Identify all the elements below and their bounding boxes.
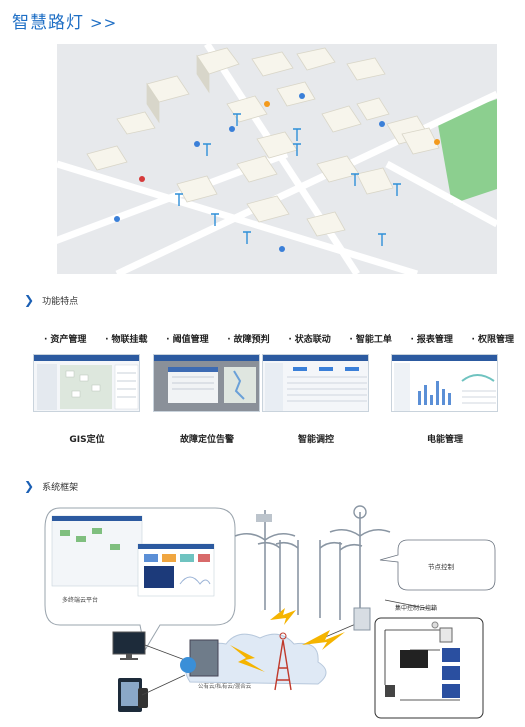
- poi-markers: [114, 93, 440, 252]
- node-control-label: 节点控制: [428, 562, 455, 571]
- system-heading-text: 系统框架: [42, 482, 79, 493]
- architecture-svg: 多终端云平台 公有云/私有云/混合云: [44, 505, 496, 719]
- chevron-right-icon: >>: [90, 14, 118, 32]
- server-icon: [189, 639, 219, 677]
- feature-item: 报表管理: [410, 332, 453, 345]
- screen-caption-control: 智能调控: [297, 435, 334, 445]
- lightning-icons: [230, 608, 345, 672]
- page-title: 智慧路灯 >>: [12, 8, 117, 33]
- feature-item: 智能工单: [349, 332, 392, 345]
- control-box-icon: [353, 607, 371, 631]
- smart-control-screen-thumbnail: [262, 354, 369, 412]
- monitor-icon: [112, 631, 146, 655]
- feature-item: 状态联动: [288, 332, 331, 345]
- arrow-right-icon: ❯: [24, 479, 35, 493]
- arrow-right-icon: ❯: [24, 293, 35, 307]
- features-heading-text: 功能特点: [42, 296, 79, 307]
- feature-item: 故障预判: [227, 332, 270, 345]
- feature-list: 资产管理 物联挂载 阈值管理 故障预判 状态联动 智能工单 报表管理 权限管理: [44, 332, 514, 345]
- cabinet-label: 集中控制云控箱: [395, 604, 437, 612]
- map-svg: [57, 44, 497, 274]
- fault-alarm-screen-thumbnail: [153, 354, 260, 412]
- node-control-bubble: [379, 539, 496, 591]
- screen-caption-fault: 故障定位告警: [179, 435, 234, 445]
- system-section-heading: ❯ 系统框架: [24, 479, 78, 493]
- cloud-label: 公有云/私有云/混合云: [198, 682, 252, 690]
- buildings: [86, 47, 440, 237]
- energy-management-screen-thumbnail: [391, 354, 498, 412]
- screen-caption-gis: GIS定位: [69, 435, 105, 445]
- gis-map-image: [57, 44, 497, 274]
- feature-item: 阈值管理: [166, 332, 209, 345]
- park-area: [437, 99, 497, 204]
- system-architecture-diagram: 多终端云平台 公有云/私有云/混合云: [40, 500, 500, 725]
- phone-icon: [138, 688, 148, 708]
- features-section-heading: ❯ 功能特点: [24, 293, 78, 307]
- breaker-icons: [439, 627, 460, 698]
- street-lamps-icon: [234, 510, 391, 620]
- control-cabinet: [374, 617, 484, 719]
- feature-item: 权限管理: [472, 332, 514, 345]
- page-title-text: 智慧路灯: [12, 13, 84, 33]
- controller-device-icon: [400, 650, 428, 668]
- platform-label: 多终端云平台: [62, 596, 98, 604]
- streetlamp-markers: [175, 113, 401, 246]
- tower-icon: [274, 639, 292, 691]
- globe-icon: [180, 657, 196, 673]
- feature-item: 物联挂载: [105, 332, 148, 345]
- feature-item: 资产管理: [44, 332, 86, 345]
- gis-screen-thumbnail: [33, 354, 140, 412]
- screen-caption-energy: 电能管理: [426, 435, 463, 445]
